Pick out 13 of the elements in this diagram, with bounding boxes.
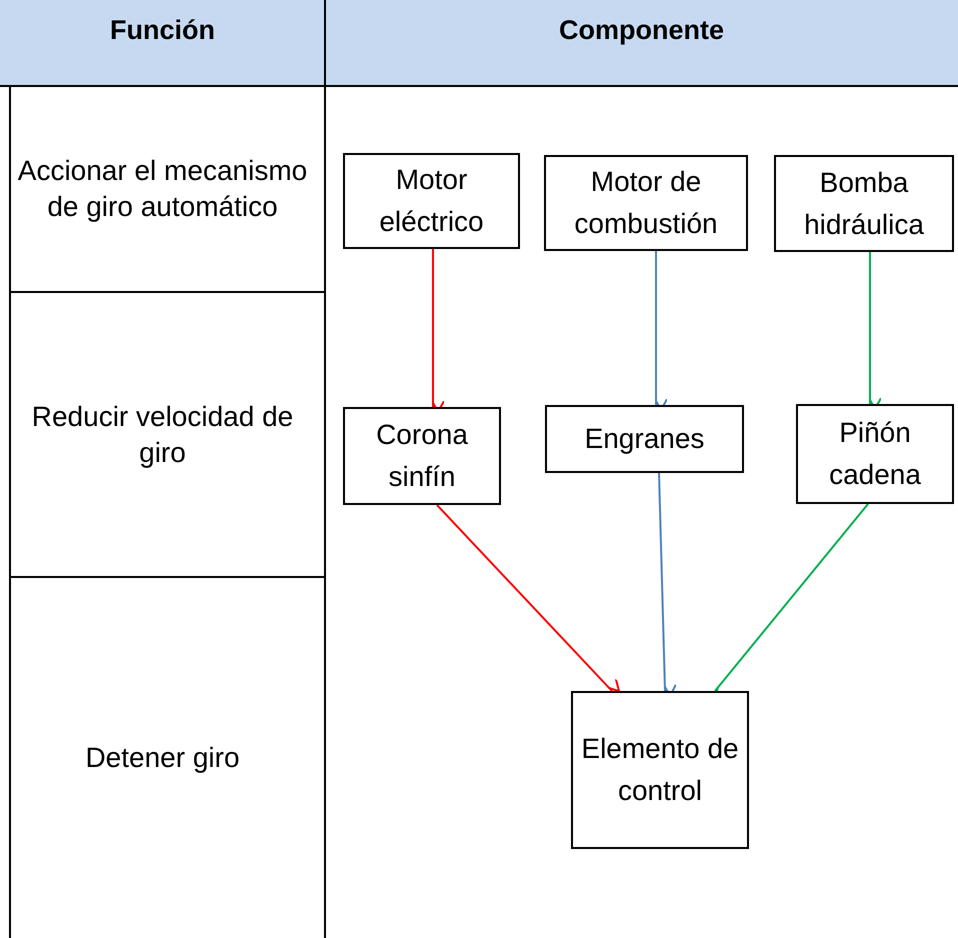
function-text: Accionar el mecanismo de giro automático (16, 154, 308, 224)
function-text: Reducir velocidad de giro (30, 400, 294, 470)
component-box: Bomba hidráulica (774, 155, 954, 252)
column-header: Componente (559, 14, 724, 47)
component-box: Engranes (545, 405, 744, 473)
arrow (436, 504, 620, 692)
component-box: Elemento de control (571, 691, 749, 849)
column-header: Función (110, 14, 215, 47)
component-box: Corona sinfín (343, 407, 501, 505)
component-box: Motor de combustión (544, 155, 748, 251)
function-text: Detener giro (85, 740, 240, 775)
component-box: Piñón cadena (796, 404, 954, 504)
component-box: Motor eléctrico (343, 153, 520, 249)
